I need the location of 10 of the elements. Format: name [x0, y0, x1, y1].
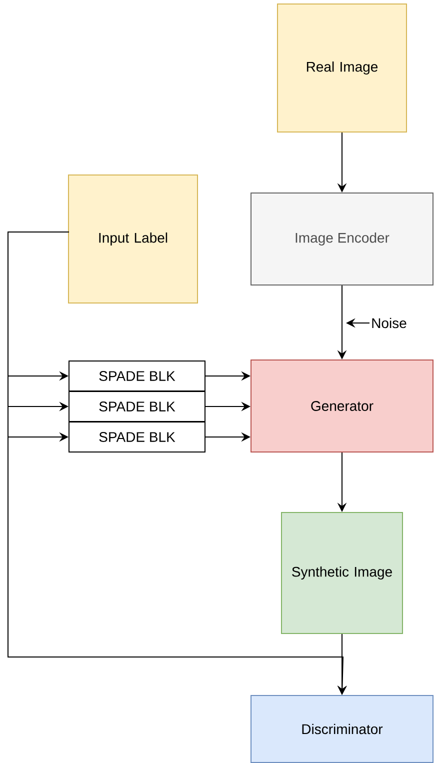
process-box: Input Label — [68, 174, 198, 304]
process-box: Image Encoder — [250, 192, 434, 286]
block-box: SPADE BLK — [68, 360, 206, 392]
process-box: Real Image — [277, 4, 407, 132]
block-box: SPADE BLK — [68, 422, 206, 452]
input-text: Noise — [372, 318, 406, 328]
block-box: SPADE BLK — [68, 391, 206, 422]
process-box: Discriminator — [250, 695, 434, 763]
process-box: Synthetic Image — [281, 512, 403, 634]
process-box: Generator — [250, 360, 434, 452]
